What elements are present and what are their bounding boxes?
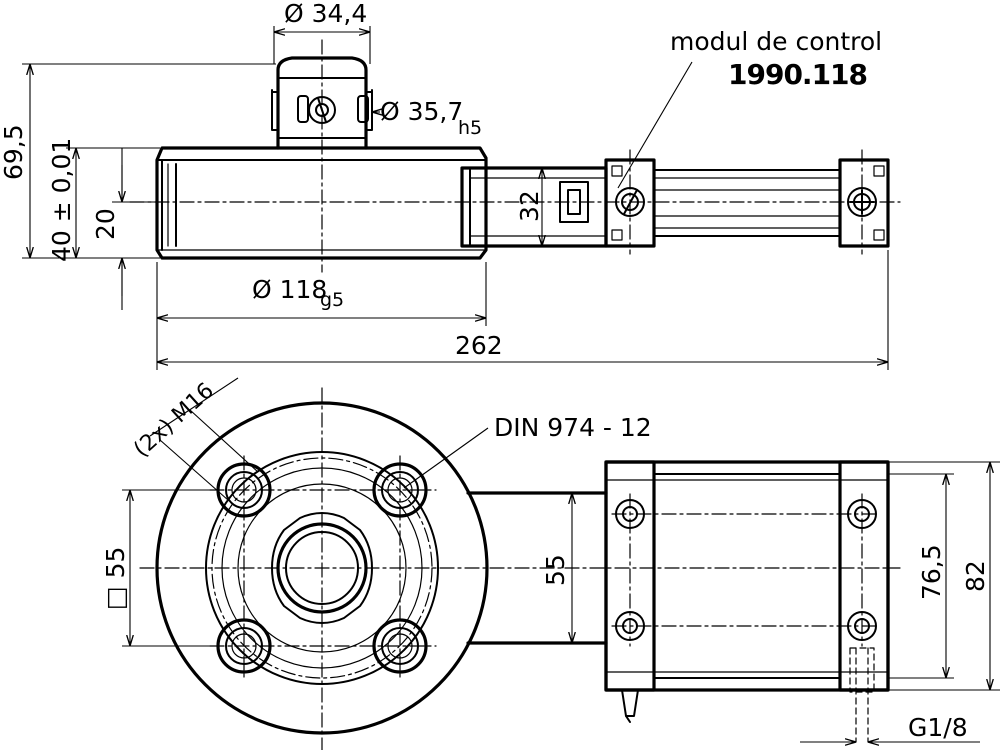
side-view [129, 39, 901, 273]
dim-square: □ 55 [101, 547, 130, 610]
side-view-dimensions: Ø 34,4 Ø 35,7 h5 69,5 40 ± 0,01 20 32 Ø … [0, 0, 889, 370]
dim-total-height: 69,5 [0, 124, 28, 180]
module-number: 1990.118 [728, 58, 867, 91]
dim-arm-height: 32 [515, 190, 544, 222]
dim-mid-diameter: Ø 35,7 [380, 97, 463, 126]
dim-inner-height: 20 [91, 208, 120, 240]
plan-view [139, 387, 901, 750]
dim-block-inner: 76,5 [917, 544, 946, 600]
module-label: modul de control [670, 27, 882, 56]
dim-mid-tolerance: h5 [458, 117, 482, 139]
dim-port: G1/8 [908, 713, 968, 742]
dim-top-diameter: Ø 34,4 [284, 0, 367, 28]
dim-body-height: 40 ± 0,01 [47, 138, 76, 262]
control-module [604, 158, 890, 248]
dim-total-length: 262 [455, 331, 503, 360]
dim-bolt-spacing: 55 [541, 554, 570, 586]
plan-view-dimensions: □ 55 55 76,5 82 G1/8 DIN 974 - 12 (2x) M… [101, 377, 1000, 742]
din-label: DIN 974 - 12 [494, 413, 652, 442]
dim-block-outer: 82 [961, 560, 990, 592]
dim-flange-tolerance: g5 [320, 289, 344, 311]
dim-flange-diameter: Ø 118 [252, 275, 327, 304]
